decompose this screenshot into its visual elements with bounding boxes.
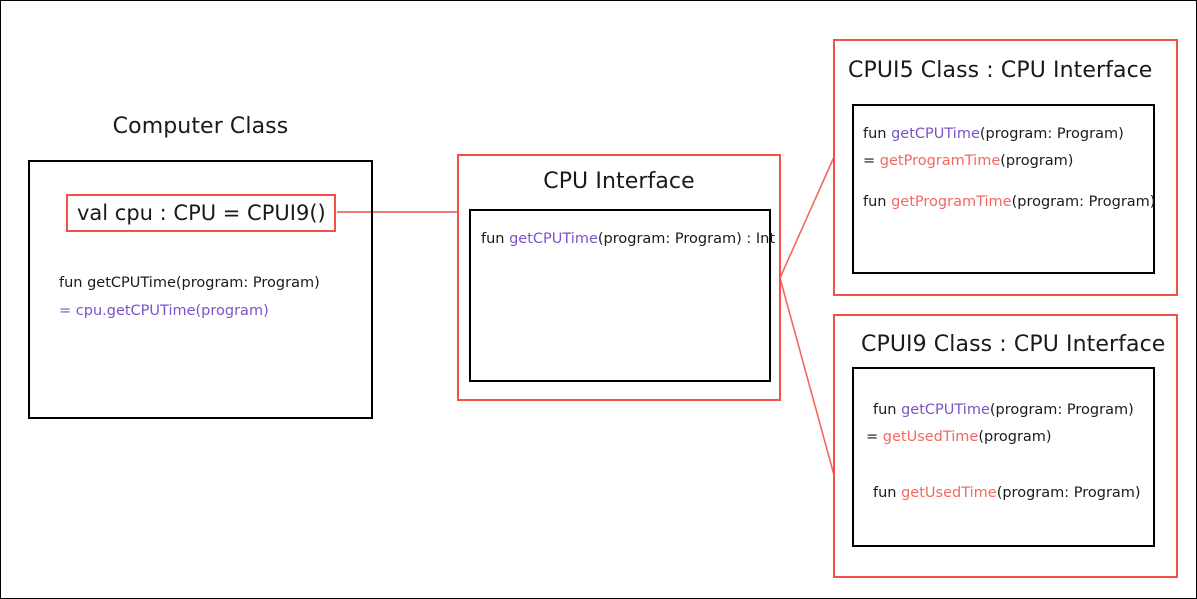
cpui5-class-box bbox=[833, 39, 1178, 296]
computer-method-signature: fun getCPUTime(program: Program) bbox=[59, 275, 320, 292]
cpui5-method-line-3: fun getProgramTime(program: Program) bbox=[863, 194, 1156, 211]
cpui5-line1-name: getCPUTime bbox=[891, 126, 980, 142]
cpui9-class-box bbox=[833, 314, 1178, 578]
cpu-interface-title: CPU Interface bbox=[543, 169, 695, 194]
cpui9-members-box bbox=[852, 367, 1155, 547]
cpui9-line1-keyword: fun bbox=[873, 402, 902, 418]
cpui9-line3-keyword: fun bbox=[873, 485, 902, 501]
cpui5-line1-params: (program: Program) bbox=[979, 126, 1124, 142]
cpui9-line3-params: (program: Program) bbox=[996, 485, 1141, 501]
cpui5-line3-keyword: fun bbox=[863, 194, 892, 210]
cpui5-line2-prefix: = bbox=[863, 153, 880, 169]
cpui5-line3-params: (program: Program) bbox=[1011, 194, 1156, 210]
cpui5-line2-name: getProgramTime bbox=[879, 153, 1001, 169]
cpu-field-highlight-box bbox=[66, 194, 336, 232]
cpui5-class-title: CPUI5 Class : CPU Interface bbox=[848, 58, 1153, 83]
cpui9-line3-name: getUsedTime bbox=[901, 485, 997, 501]
connector-interface-to-cpui5 bbox=[779, 156, 835, 279]
cpui5-line1-keyword: fun bbox=[863, 126, 892, 142]
cpui5-line3-name: getProgramTime bbox=[891, 194, 1012, 210]
cpui9-method-line-1: fun getCPUTime(program: Program) bbox=[873, 402, 1134, 419]
cpui9-line2-params: (program) bbox=[978, 429, 1052, 445]
computer-method-body-prefix: = bbox=[59, 303, 76, 319]
cpu-interface-method-return: : Int bbox=[741, 231, 776, 247]
cpu-interface-method-name: getCPUTime bbox=[509, 231, 598, 247]
computer-method-body: = cpu.getCPUTime(program) bbox=[59, 303, 269, 320]
computer-method-body-call: cpu.getCPUTime(program) bbox=[75, 303, 269, 319]
cpui5-method-line-2: = getProgramTime(program) bbox=[863, 153, 1074, 170]
computer-method-signature-text: fun getCPUTime(program: Program) bbox=[59, 275, 320, 291]
cpui5-members-box bbox=[852, 104, 1155, 274]
connector-interface-to-cpui9 bbox=[779, 277, 835, 476]
computer-class-box bbox=[28, 160, 373, 419]
cpui5-line2-params: (program) bbox=[1000, 153, 1074, 169]
cpui9-method-line-3: fun getUsedTime(program: Program) bbox=[873, 485, 1141, 502]
cpui9-line2-name: getUsedTime bbox=[882, 429, 979, 445]
cpu-interface-method-line: fun getCPUTime(program: Program) : Int bbox=[481, 231, 776, 248]
cpui9-line1-params: (program: Program) bbox=[989, 402, 1134, 418]
cpu-interface-method-keyword: fun bbox=[481, 231, 510, 247]
cpu-interface-box bbox=[457, 154, 781, 401]
cpu-field-declaration: val cpu : CPU = CPUI9() bbox=[77, 201, 326, 225]
computer-class-title: Computer Class bbox=[112, 114, 289, 139]
cpui9-method-line-2: = getUsedTime(program) bbox=[866, 429, 1052, 446]
cpui9-class-title: CPUI9 Class : CPU Interface bbox=[861, 332, 1166, 357]
cpu-interface-method-params: (program: Program) bbox=[597, 231, 742, 247]
cpui9-line1-name: getCPUTime bbox=[901, 402, 990, 418]
cpu-interface-members-box bbox=[469, 209, 771, 382]
cpui9-line2-prefix: = bbox=[866, 429, 883, 445]
cpui5-method-line-1: fun getCPUTime(program: Program) bbox=[863, 126, 1124, 143]
